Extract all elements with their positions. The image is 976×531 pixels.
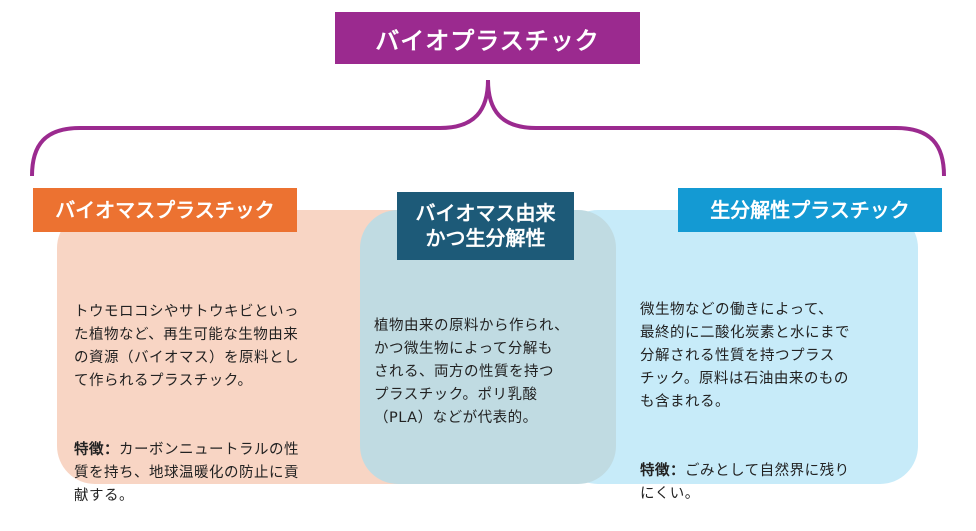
overlap-label: バイオマス由来 かつ生分解性: [397, 192, 574, 260]
biodegradable-feature: 特徴：ごみとして自然界に残り にくい。: [640, 460, 900, 506]
overlap-description: 植物由来の原料から作られ、 かつ微生物によって分解も される、両方の性質を持つ …: [374, 318, 570, 426]
feature-text: カーボンニュートラルの性 質を持ち、地球温暖化の防止に貢 献する。: [74, 442, 299, 504]
biodegradable-description: 微生物などの働きによって、 最終的に二酸化炭素と水にまで 分解される性質を持つプ…: [640, 302, 850, 410]
biomass-body: トウモロコシやサトウキビといっ た植物など、再生可能な生物由来 の資源（バイオマ…: [74, 278, 364, 531]
brace-connector: [30, 79, 946, 177]
feature-text: ごみとして自然界に残り にくい。: [640, 463, 850, 502]
overlap-label-text: バイオマス由来 かつ生分解性: [415, 201, 556, 250]
biomass-label: バイオマスプラスチック: [33, 188, 297, 232]
feature-label: 特徴：: [74, 442, 119, 458]
diagram-title: バイオプラスチック: [335, 12, 640, 64]
feature-label: 特徴：: [640, 463, 685, 479]
overlap-body: 植物由来の原料から作られ、 かつ微生物によって分解も される、両方の性質を持つ …: [374, 292, 614, 453]
biodegradable-label: 生分解性プラスチック: [678, 188, 942, 232]
biomass-feature: 特徴：カーボンニュートラルの性 質を持ち、地球温暖化の防止に貢 献する。: [74, 439, 364, 508]
biodegradable-panel: [560, 210, 918, 484]
biomass-description: トウモロコシやサトウキビといっ た植物など、再生可能な生物由来 の資源（バイオマ…: [74, 304, 299, 389]
biodegradable-body: 微生物などの働きによって、 最終的に二酸化炭素と水にまで 分解される性質を持つプ…: [640, 276, 900, 529]
